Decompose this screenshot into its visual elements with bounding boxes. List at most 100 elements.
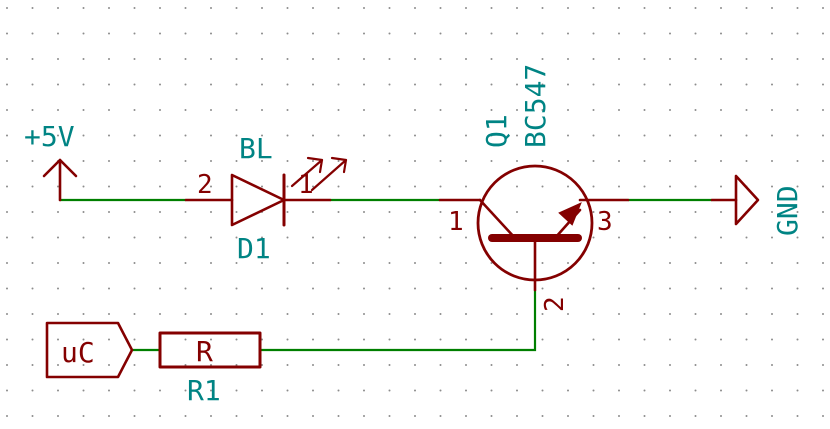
grid-dot <box>235 236 238 239</box>
gnd-label: GND <box>771 185 804 236</box>
transistor-pin-2: 2 <box>540 296 570 312</box>
grid-dot <box>618 185 620 188</box>
grid-dot <box>337 415 340 417</box>
grid-dot <box>618 134 620 137</box>
grid-dot <box>312 7 314 9</box>
resistor-r1[interactable]: R R1 <box>158 331 262 407</box>
grid-dot <box>210 262 212 264</box>
grid-dot <box>31 287 34 290</box>
grid-dot <box>465 287 467 290</box>
grid-dot <box>822 211 824 213</box>
grid-dot <box>618 236 620 239</box>
grid-dot <box>261 83 263 86</box>
grid-dot <box>516 58 518 60</box>
grid-dot <box>210 58 212 60</box>
grid-dot <box>796 262 799 264</box>
grid-dot <box>541 32 544 35</box>
grid-dot <box>312 415 314 417</box>
grid-dot <box>133 134 136 137</box>
grid-dot <box>82 211 85 213</box>
grid-dot <box>57 236 59 239</box>
grid-dot <box>541 313 544 315</box>
grid-dot <box>643 134 646 137</box>
grid-dot <box>796 83 799 86</box>
grid-dot <box>694 109 697 111</box>
grid-dot <box>745 109 748 111</box>
grid-dot <box>235 287 238 290</box>
grid-dot <box>414 32 416 35</box>
grid-dot <box>796 109 799 111</box>
transistor-q1[interactable]: 1 3 2 Q1 BC547 <box>438 64 630 312</box>
grid-dot <box>337 109 340 111</box>
led-pin-2: 2 <box>197 170 213 200</box>
global-label-uc[interactable]: uC <box>45 321 134 379</box>
grid-dot <box>337 160 340 162</box>
grid-dot <box>822 7 824 9</box>
grid-dot <box>57 364 59 366</box>
grid-dot <box>745 313 748 315</box>
grid-dot <box>312 32 314 35</box>
grid-dot <box>822 109 824 111</box>
grid-dot <box>388 109 391 111</box>
grid-dot <box>541 389 544 392</box>
grid-dot <box>796 287 799 290</box>
grid-dot <box>618 211 620 213</box>
grid-dot <box>567 32 569 35</box>
grid-dot <box>541 7 544 9</box>
grid-dot <box>694 211 697 213</box>
grid-dot <box>210 338 212 341</box>
grid-dot <box>337 287 340 290</box>
grid-dot <box>822 389 824 392</box>
grid-dot <box>745 7 748 9</box>
grid-dot <box>388 415 391 417</box>
grid-dot <box>261 415 263 417</box>
grid-dot <box>363 389 365 392</box>
grid-dot <box>465 160 467 162</box>
grid-dot <box>694 389 697 392</box>
grid-dot <box>618 313 620 315</box>
grid-dot <box>822 236 824 239</box>
grid-dot <box>796 160 799 162</box>
grid-dot <box>592 83 595 86</box>
grid-dot <box>720 7 722 9</box>
grid-dot <box>159 185 161 188</box>
grid-dot <box>720 160 722 162</box>
grid-dot <box>541 160 544 162</box>
grid-dot <box>184 32 187 35</box>
grid-dot <box>414 389 416 392</box>
grid-dot <box>82 338 85 341</box>
grid-dot <box>184 185 187 188</box>
grid-dot <box>261 134 263 137</box>
grid-dot <box>465 109 467 111</box>
grid-dot <box>286 160 289 162</box>
led-d1[interactable]: 2 1 BL D1 <box>184 132 348 265</box>
grid-dot <box>439 185 442 188</box>
grid-dot <box>618 58 620 60</box>
grid-dot <box>669 109 671 111</box>
gnd-power-symbol[interactable]: GND <box>710 174 804 236</box>
grid-dot <box>388 160 391 162</box>
grid-dot <box>388 338 391 341</box>
grid-dot <box>618 83 620 86</box>
grid-dot <box>669 58 671 60</box>
vcc-power-symbol[interactable]: +5V <box>24 120 78 202</box>
grid-dot <box>184 313 187 315</box>
led-pin-1: 1 <box>298 170 314 200</box>
global-label-shape <box>45 321 134 379</box>
grid-dot <box>720 262 722 264</box>
grid-dot <box>541 185 544 188</box>
grid-dot <box>643 236 646 239</box>
grid-dot <box>771 389 773 392</box>
grid-dot <box>745 338 748 341</box>
grid-dot <box>108 32 110 35</box>
grid-dot <box>669 160 671 162</box>
grid-dot <box>414 338 416 341</box>
grid-dot <box>516 415 518 417</box>
grid-dot <box>312 236 314 239</box>
grid-dot <box>694 32 697 35</box>
grid-dot <box>694 262 697 264</box>
grid-dot <box>235 211 238 213</box>
grid-dot <box>567 109 569 111</box>
grid-dot <box>235 109 238 111</box>
grid-dot <box>439 134 442 137</box>
